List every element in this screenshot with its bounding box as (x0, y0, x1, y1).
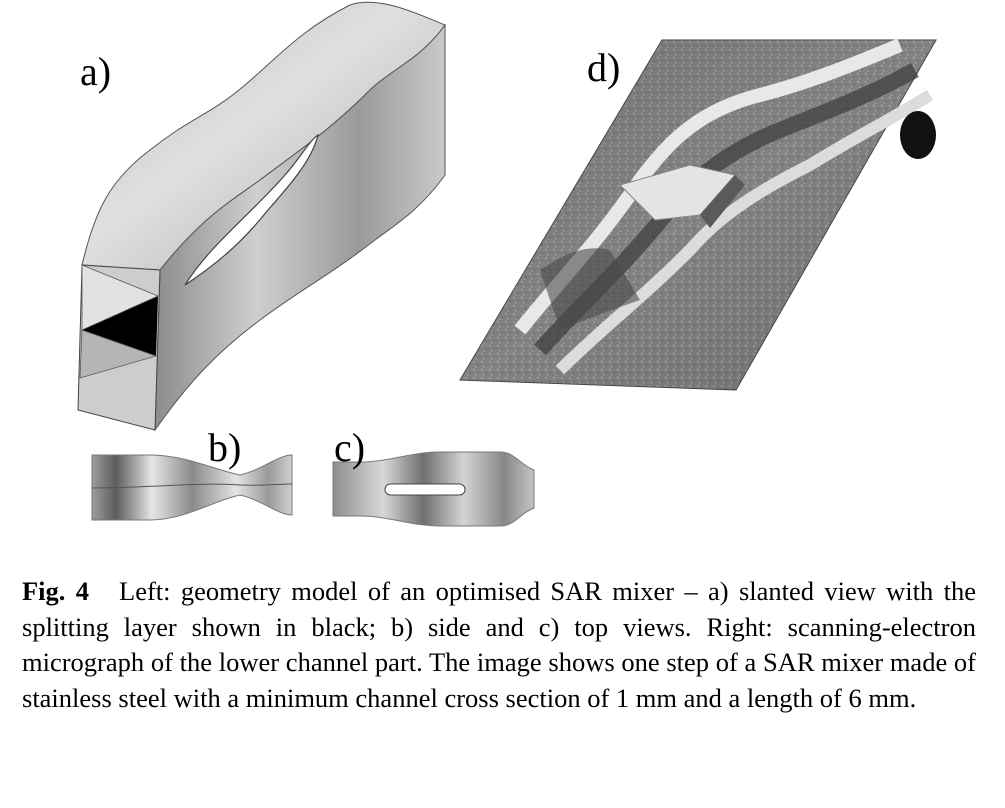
panel-c-top-view (332, 451, 535, 527)
figure-graphics (77, 1, 937, 527)
caption-text: Left: geometry model of an optimised SAR… (22, 576, 976, 713)
caption-label: Fig. 4 (22, 576, 90, 606)
panel-b-side-view (91, 454, 293, 521)
panel-d-micrograph (459, 38, 937, 391)
side-view-body (91, 454, 293, 521)
panel-label-c: c) (334, 425, 366, 470)
model-split-opening (184, 133, 319, 286)
model-splitting-layer (82, 296, 158, 356)
model-side-wall (154, 23, 446, 432)
panel-label-b: b) (208, 425, 242, 470)
panel-label-a: a) (80, 49, 112, 94)
panel-a-model (77, 1, 446, 432)
panel-label-d: d) (587, 45, 621, 90)
top-view-slot (384, 483, 466, 496)
micrograph-hole (900, 111, 936, 159)
